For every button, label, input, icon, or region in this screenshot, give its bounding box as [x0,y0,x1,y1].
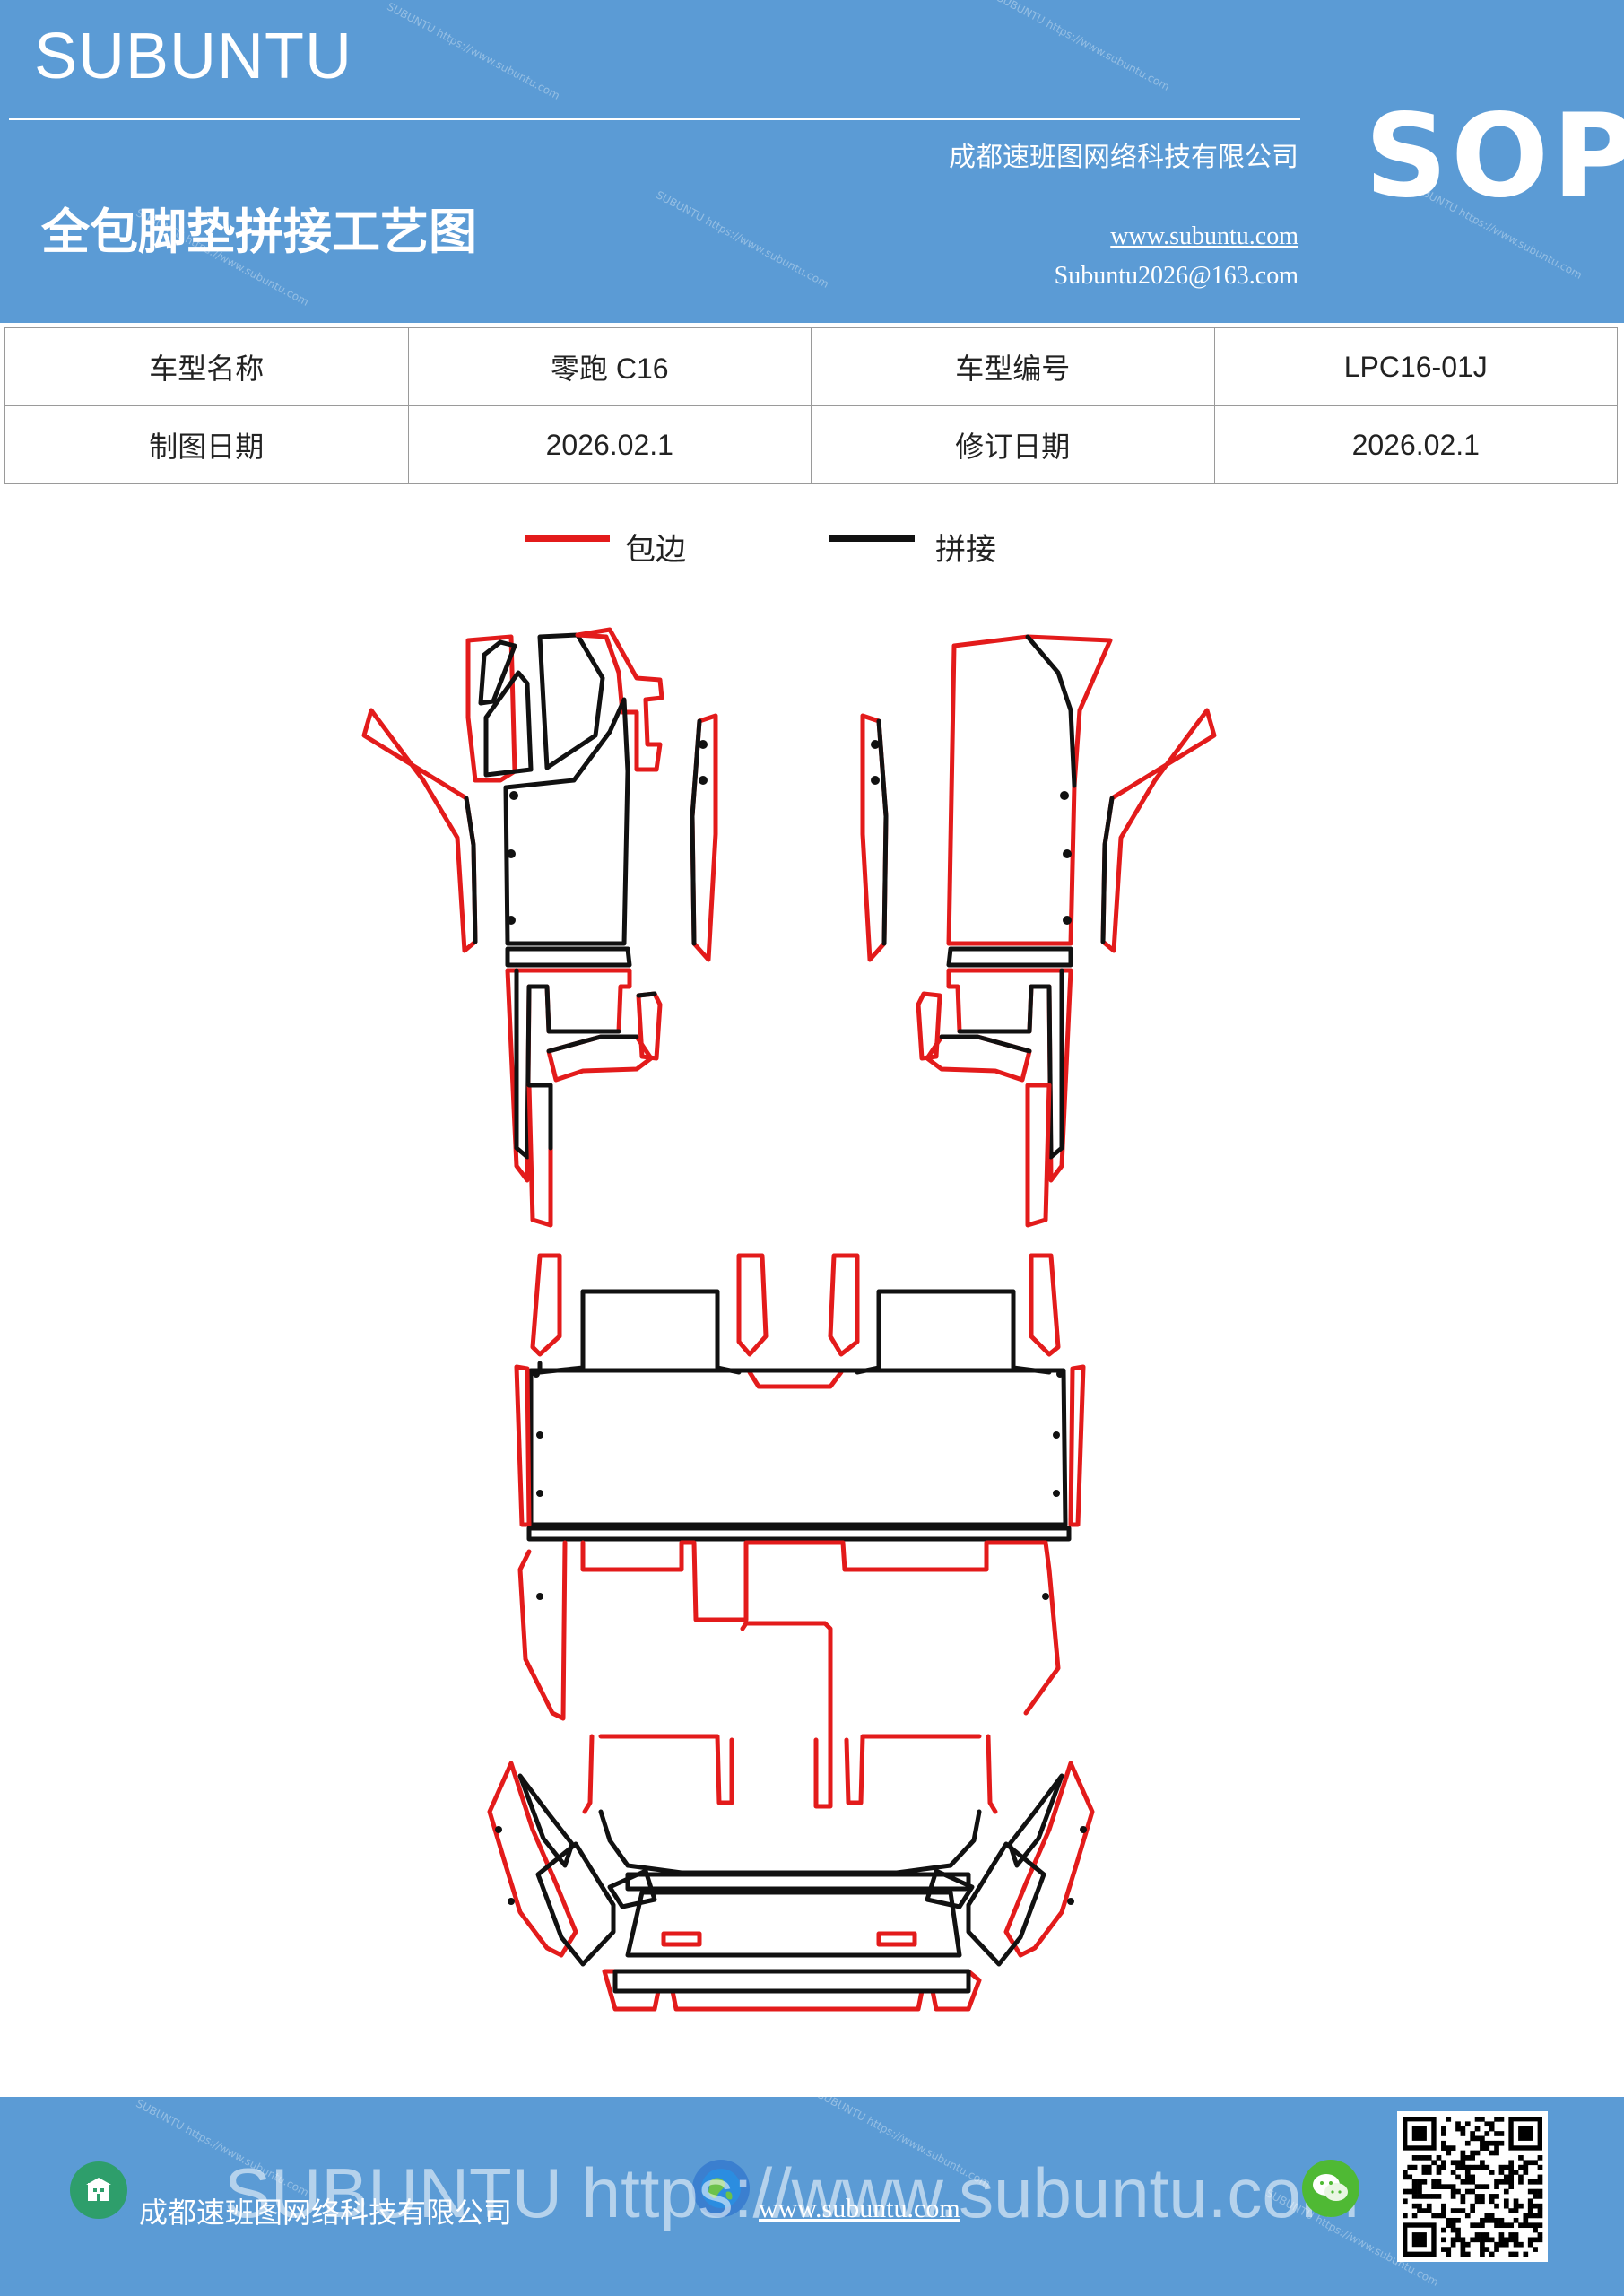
page-title: 全包脚垫拼接工艺图 [41,204,477,260]
mat-piece [1025,634,1077,788]
edging-swatch [525,535,610,542]
mat-piece [361,708,478,953]
mat-piece [740,1621,833,1809]
mat-piece [505,946,632,968]
header-divider [9,118,1300,120]
mat-piece [528,1368,1068,1527]
mat-piece [612,1969,971,1994]
mat-piece [828,1253,860,1357]
mat-piece [625,1872,971,1892]
footer-watermark: SUBUNTU https://www.subuntu.com [224,2153,1359,2232]
mat-piece [514,968,621,1160]
revise-date-value: 2026.02.1 [1213,405,1618,484]
mat-piece [1025,1083,1052,1228]
building-icon [70,2161,127,2219]
email-address[interactable]: Subuntu2026@163.com [1054,262,1298,290]
mat-piece [986,1734,998,1814]
mat-piece [487,1761,578,1958]
mat-piece [966,1841,1046,1967]
mat-piece [925,1034,1032,1083]
mat-piece [575,627,664,772]
mat-piece [483,670,534,778]
mat-piece [517,1540,568,1721]
mat-piece [939,1034,1032,1054]
mat-piece [957,968,1064,1160]
mat-piece [598,1734,734,1805]
mat-piece [514,1364,532,1527]
mat-piece [925,1868,975,1909]
website-link[interactable]: www.subuntu.com [1110,222,1298,250]
mat-piece [465,634,517,783]
revise-date-label: 修订日期 [811,405,1215,484]
mat-piece [526,1083,553,1151]
table-row: 车型名称 零跑 C16 车型编号 LPC16-01J [4,327,1618,406]
mat-piece [530,1253,562,1357]
mat-piece [661,1931,702,1947]
watermark: SUBUNTU https://www.subuntu.com [385,0,562,102]
mat-piece [526,1083,553,1228]
mat-piece [1007,1773,1064,1868]
edging-label: 包边 [625,532,686,568]
mat-piece [736,1253,769,1357]
mat-piece [636,991,657,998]
mat-piece [598,1809,982,1875]
model-name-value: 零跑 C16 [407,327,812,406]
mat-piece [580,1540,1061,1716]
brand-logo: SUBUNTU [34,21,353,92]
mat-piece [582,1734,595,1814]
mat-piece [546,1034,654,1083]
mat-piece [517,1773,575,1868]
mat-piece [464,796,478,944]
qr-code [1397,2111,1548,2262]
mat-piece [1068,1364,1086,1527]
mat-piece [844,1734,982,1805]
watermark: SUBUNTU https://www.subuntu.com [654,188,831,291]
mat-piece [580,1289,742,1375]
table-row: 制图日期 2026.02.1 修订日期 2026.02.1 [4,405,1618,484]
mat-piece [1003,1761,1095,1958]
mat-piece [537,632,605,770]
mat-piece [747,1370,844,1389]
mat-piece [855,1289,1052,1375]
footer-company-name: 成都速班图网络科技有限公司 [139,2196,513,2230]
mat-piece [1100,796,1115,944]
mat-piece [916,991,942,1061]
mat-piece [535,1841,616,1967]
mat-piece [526,1526,1072,1542]
draw-date-label: 制图日期 [4,405,409,484]
mat-piece [876,1931,917,1947]
mat-piece [946,946,1073,968]
mat-piece [503,697,630,946]
legend: 包边 拼接 [0,525,1624,568]
mat-piece [690,718,702,946]
company-name: 成都速班图网络科技有限公司 [949,142,1298,173]
mat-piece [946,634,1113,946]
model-name-label: 车型名称 [4,327,409,406]
wechat-icon[interactable] [1302,2160,1359,2217]
mat-piece [636,991,663,1061]
mat-piece [625,1890,962,1958]
header-banner: SUBUNTU https://www.subuntu.com SUBUNTU … [0,0,1624,323]
floor-mat-diagram [361,627,1217,2012]
model-code-value: LPC16-01J [1213,327,1618,406]
footer-website-link[interactable]: www.subuntu.com [759,2194,960,2223]
mat-piece [1029,1253,1061,1357]
rivet-dots [495,740,1087,1905]
splice-label: 拼接 [935,532,996,568]
watermark: SUBUNTU https://www.subuntu.com [994,0,1172,93]
draw-date-value: 2026.02.1 [407,405,812,484]
footer-banner: SUBUNTU https://www.subuntu.com SUBUNTU … [0,2097,1624,2296]
mat-piece [1100,708,1217,953]
sop-badge: SOP [1365,90,1624,223]
mat-piece [478,639,517,706]
vehicle-info-table: 车型名称 零跑 C16 车型编号 LPC16-01J 制图日期 2026.02.… [4,327,1618,484]
splice-swatch [829,535,915,542]
model-code-label: 车型编号 [811,327,1215,406]
globe-icon [692,2160,750,2217]
mat-piece [546,1034,639,1054]
mat-piece [876,718,889,946]
